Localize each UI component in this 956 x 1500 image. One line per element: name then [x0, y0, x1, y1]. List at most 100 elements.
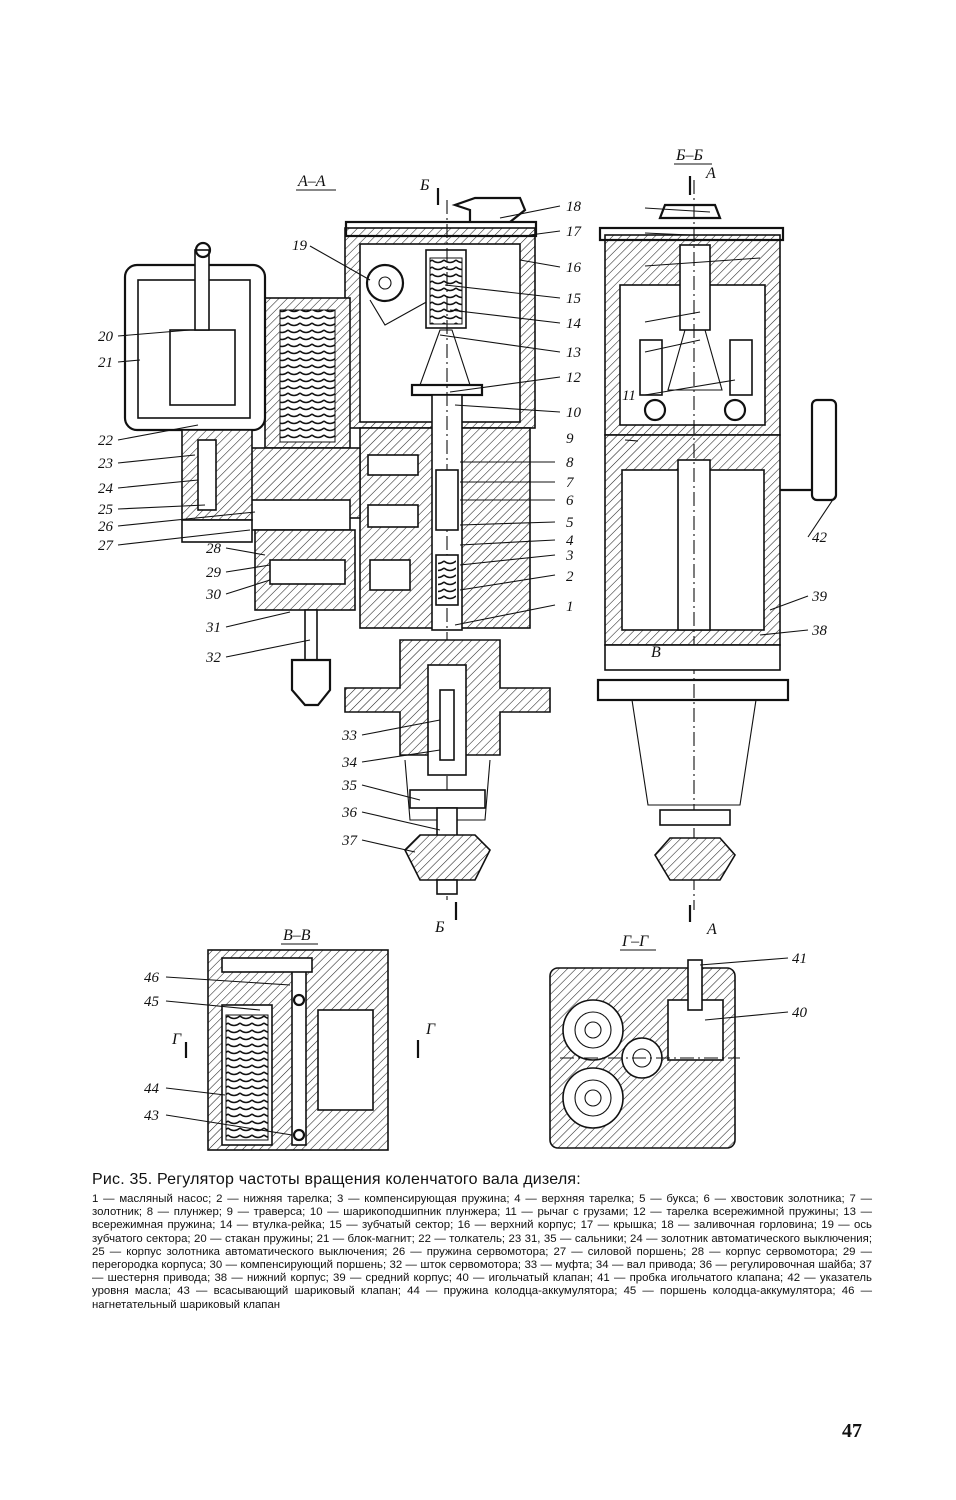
label-46: 46 — [144, 970, 160, 986]
drive-shaft-inner — [439, 689, 455, 761]
bb-lever-pivot-left — [643, 398, 667, 422]
label-36: 36 — [341, 805, 358, 821]
label-44: 44 — [144, 1081, 160, 1097]
gg-bearing-top-inner — [574, 1011, 612, 1049]
vv-oil-cavity — [317, 1009, 374, 1111]
label-26: 26 — [98, 519, 114, 535]
section-vv-view — [207, 949, 389, 1151]
vv-delivery-ball — [292, 993, 306, 1007]
section-aa-view — [123, 196, 551, 900]
label-12: 12 — [566, 370, 582, 386]
label-19: 19 — [292, 238, 308, 254]
label-29: 29 — [206, 565, 222, 581]
section-title-bb: Б–Б — [675, 147, 703, 164]
sector-arm — [369, 299, 431, 326]
label-42: 42 — [812, 530, 828, 546]
gg-bearing-top-core — [584, 1021, 602, 1039]
spool — [435, 469, 459, 531]
bb-drive-gear — [654, 837, 736, 881]
label-16: 16 — [566, 260, 582, 276]
cut-mark-v: В — [651, 644, 661, 661]
label-10: 10 — [566, 405, 582, 421]
oil-level-indicator — [810, 398, 838, 502]
label-18: 18 — [566, 199, 582, 215]
gg-bearing-bottom-inner — [574, 1079, 612, 1117]
bb-seal — [659, 809, 731, 826]
bb-drive-housing — [631, 699, 757, 806]
rod-fork — [290, 658, 332, 707]
label-33: 33 — [341, 728, 357, 744]
label-23: 23 — [98, 456, 113, 472]
compensating-piston-face — [269, 559, 346, 585]
page-number: 47 — [842, 1420, 862, 1442]
servomotor-rod — [304, 609, 318, 661]
cut-plane-marks: Б Б А А В Г Г — [171, 165, 717, 1058]
vv-suction-ball — [292, 1128, 306, 1142]
vv-top-channel — [221, 957, 313, 973]
label-24: 24 — [98, 481, 114, 497]
sector-axle-center — [378, 276, 392, 290]
label-38: 38 — [811, 623, 828, 639]
cut-mark-g-right: Г — [425, 1021, 436, 1038]
solenoid-coil — [169, 329, 236, 406]
label-14: 14 — [566, 316, 582, 332]
label-11: 11 — [622, 388, 636, 404]
oil-port-2 — [367, 504, 419, 528]
oil-port-3 — [369, 559, 411, 591]
cover-plate — [344, 220, 538, 238]
label-31: 31 — [205, 620, 221, 636]
solenoid-knob — [194, 241, 212, 259]
section-title-aa: А–А — [297, 173, 326, 190]
vv-valve-channel — [291, 964, 307, 1146]
bb-base-flange — [596, 678, 790, 702]
label-5: 5 — [566, 515, 574, 531]
compensating-spring-coils — [438, 560, 456, 600]
label-17: 17 — [566, 224, 583, 240]
filler-neck — [451, 196, 527, 223]
gg-bearing-bottom — [562, 1067, 624, 1129]
label-2: 2 — [566, 569, 574, 585]
gg-bearing-top — [562, 999, 624, 1061]
oil-port-1 — [367, 454, 419, 476]
bb-filler-neck — [658, 203, 722, 220]
spring-cup — [194, 249, 210, 331]
section-gg-view — [549, 959, 740, 1149]
bb-lower-flange-top — [604, 644, 781, 671]
label-37: 37 — [341, 833, 359, 849]
gear-nut — [436, 879, 458, 895]
shutdown-spool — [197, 439, 217, 511]
shutdown-spool-body — [181, 429, 253, 521]
bb-all-mode-spring — [667, 329, 723, 391]
label-30: 30 — [205, 587, 222, 603]
caption-title: Рис. 35. Регулятор частоты вращения коле… — [92, 1171, 581, 1188]
sector-axle — [365, 263, 405, 303]
section-title-vv: В–В — [283, 927, 311, 944]
label-22: 22 — [98, 433, 114, 449]
cut-mark-b-bottom: Б — [434, 919, 445, 936]
section-bb-view — [596, 180, 838, 910]
label-20: 20 — [98, 329, 114, 345]
bb-lever-pivot-right — [723, 398, 747, 422]
bb-weight-left — [639, 339, 663, 396]
label-13: 13 — [566, 345, 581, 361]
gg-bearing-bottom-core — [584, 1089, 602, 1107]
label-35: 35 — [341, 778, 358, 794]
gg-needle-valve — [687, 959, 703, 1011]
power-piston — [244, 499, 351, 531]
label-27: 27 — [98, 538, 115, 554]
label-45: 45 — [144, 994, 160, 1010]
regulator-technical-drawing: А–А Б–Б В–В Г–Г Б Б А А В Г Г — [98, 147, 838, 1151]
label-15: 15 — [566, 291, 582, 307]
label-6: 6 — [566, 493, 574, 509]
label-3: 3 — [565, 548, 574, 564]
seal-35 — [409, 789, 486, 809]
label-32: 32 — [205, 650, 222, 666]
caption-legend: 1 — масляный насос; 2 — нижняя тарелка; … — [92, 1193, 872, 1311]
servomotor-housing-end — [181, 519, 253, 543]
section-title-gg: Г–Г — [621, 933, 649, 950]
section-titles: А–А Б–Б В–В Г–Г — [281, 147, 712, 951]
bb-weight-right — [729, 339, 753, 396]
cut-mark-g-left: Г — [171, 1031, 182, 1048]
label-21: 21 — [98, 355, 113, 371]
